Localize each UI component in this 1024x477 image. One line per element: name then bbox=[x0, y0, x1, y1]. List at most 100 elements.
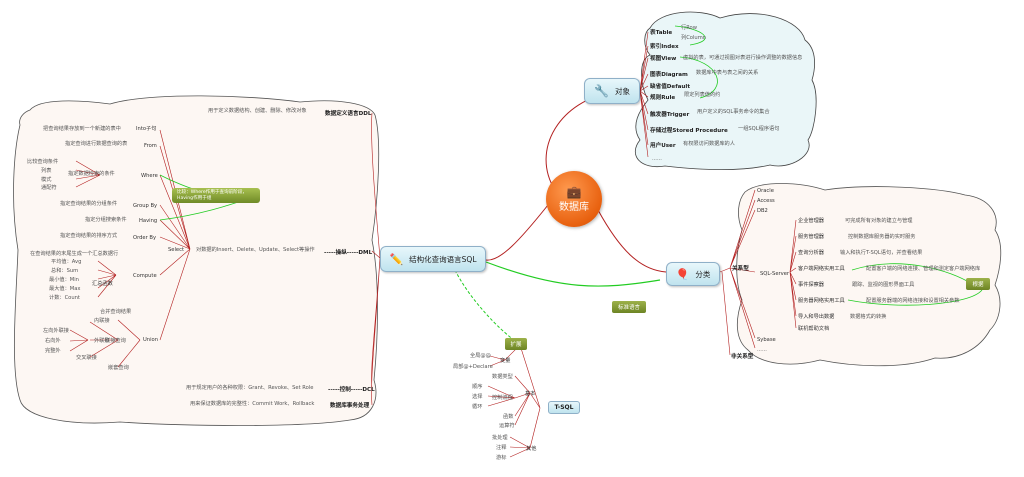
flow-loop: 循环 bbox=[472, 402, 482, 410]
ddl-label[interactable]: 数据定义语言DDL bbox=[325, 109, 372, 117]
center-title: 数据库 bbox=[559, 201, 589, 213]
non-relational-label[interactable]: 非关系型 bbox=[731, 352, 754, 360]
db-sqlserver[interactable]: SQL-Server bbox=[760, 271, 790, 277]
db-access[interactable]: Access bbox=[757, 198, 775, 204]
sqlserver-tool-desc-0: 可完成所有对象的建立与管理 bbox=[845, 216, 913, 224]
sqlserver-tool-desc-1: 控制数据库服务器的实时服务 bbox=[848, 232, 915, 240]
sqlserver-tool-desc-6: 数据格式的转换 bbox=[850, 312, 887, 320]
tsql-function: 函数 bbox=[503, 412, 514, 420]
where-pattern: 模式 bbox=[41, 175, 52, 183]
tools-icon: 🔧 bbox=[594, 84, 609, 98]
agg-label: 汇总函数 bbox=[92, 279, 114, 287]
dcl-desc: 用于规定用户的各种权限：Grant、Revoke、Set Role bbox=[186, 383, 313, 391]
tx-desc: 用来保证数据库的完整性：Commit Work、Rollback bbox=[190, 399, 314, 407]
obj-trigger-desc: 用户定义的SQL事务命令的集合 bbox=[697, 107, 770, 115]
db-oracle[interactable]: Oracle bbox=[757, 188, 774, 194]
obj-ellipsis: ...... bbox=[652, 156, 662, 162]
center-node[interactable]: 💼 数据库 bbox=[546, 171, 602, 227]
tsql-basic[interactable]: 基本 bbox=[525, 389, 535, 397]
flow-choice: 选择 bbox=[472, 392, 483, 400]
classify-cloud bbox=[736, 183, 1002, 367]
sqlserver-tool-3[interactable]: 客户端网络实用工具 bbox=[798, 264, 845, 272]
union-cross: 交叉联接 bbox=[76, 353, 97, 361]
where-list: 列表 bbox=[41, 166, 52, 174]
other-batch: 批处理 bbox=[492, 433, 508, 441]
db-sybase[interactable]: Sybase bbox=[757, 337, 776, 343]
where-wildcard: 通配符 bbox=[41, 183, 57, 191]
obj-user-desc: 有权限访问数据库的人 bbox=[683, 139, 735, 147]
clause-0[interactable]: Into子句 bbox=[136, 124, 156, 132]
clause-desc-4: 指定分组搜索条件 bbox=[85, 215, 127, 223]
clause-6[interactable]: Compute bbox=[133, 273, 157, 279]
relational-label[interactable]: 关系型 bbox=[732, 264, 749, 272]
tsql-datatype: 数据类型 bbox=[492, 372, 513, 380]
tsql-node[interactable]: T-SQL bbox=[548, 401, 580, 414]
obj-table[interactable]: 表Table bbox=[649, 28, 672, 36]
sqlserver-tool-1[interactable]: 服务管理器 bbox=[798, 232, 825, 240]
briefcase-icon: 💼 bbox=[566, 184, 582, 199]
clause-desc-6: 在查询结果的末尾生成一个汇总数据行 bbox=[30, 249, 118, 257]
tsql-local: 局部@+Declare bbox=[453, 362, 493, 370]
clause-3[interactable]: Group By bbox=[133, 203, 157, 209]
tsql-other[interactable]: 其他 bbox=[526, 444, 536, 452]
obj-rule[interactable]: 规则Rule bbox=[650, 93, 675, 101]
select-label[interactable]: Select bbox=[168, 247, 184, 253]
union-join: 联接查询 bbox=[105, 336, 126, 344]
clause-desc-2: 指定数据检索的条件 bbox=[68, 169, 115, 177]
outer-left: 左向外联接 bbox=[43, 326, 69, 334]
tx-label[interactable]: 数据库事务处理 bbox=[330, 401, 370, 409]
tsql-variable[interactable]: 变量 bbox=[500, 356, 510, 364]
sqlserver-tool-5[interactable]: 服务器网络实用工具 bbox=[798, 296, 845, 304]
sql-cloud bbox=[13, 95, 380, 426]
topic-classify[interactable]: 🎈 分类 bbox=[666, 262, 720, 286]
obj-default[interactable]: 缺省值Default bbox=[650, 82, 690, 90]
topic-objects-label: 对象 bbox=[614, 86, 630, 96]
sqlserver-tool-desc-4: 跟踪、监视的图形界面工具 bbox=[852, 280, 914, 288]
topic-sql[interactable]: ✏️ 结构化查询语言SQL bbox=[380, 246, 486, 272]
obj-index[interactable]: 索引Index bbox=[650, 42, 679, 50]
sqlserver-tool-2[interactable]: 查询分析器 bbox=[798, 248, 825, 256]
sqlserver-tool-desc-3: 配置客户端的网络连接、管理和测定客户端网络库 bbox=[866, 264, 980, 272]
topic-sql-label: 结构化查询语言SQL bbox=[409, 254, 477, 264]
union-nested: 嵌套查询 bbox=[108, 363, 129, 371]
clause-5[interactable]: Order By bbox=[133, 235, 156, 241]
obj-trigger[interactable]: 触发器Trigger bbox=[649, 110, 689, 118]
obj-row: 行Row bbox=[681, 23, 698, 31]
clause-4[interactable]: Having bbox=[139, 218, 157, 224]
obj-user[interactable]: 用户User bbox=[649, 141, 676, 149]
dml-desc: 对数据的Insert、Delete、Update、Select等操作 bbox=[196, 245, 315, 253]
union-inner: 内联接 bbox=[94, 316, 110, 324]
obj-rule-desc: 限定列表值的约 bbox=[684, 90, 720, 98]
pencil-icon: ✏️ bbox=[389, 252, 404, 266]
sqlserver-tool-7[interactable]: 联机帮助文档 bbox=[798, 324, 829, 332]
tsql-global: 全局@@ bbox=[470, 351, 491, 359]
dml-label[interactable]: -----操纵-----DML bbox=[324, 248, 373, 256]
tsql-operator: 运算符 bbox=[499, 421, 515, 429]
agg-min: 最小值：Min bbox=[49, 275, 79, 283]
db-db2[interactable]: DB2 bbox=[757, 208, 768, 214]
obj-diagram[interactable]: 图表Diagram bbox=[650, 70, 688, 78]
sqlserver-tool-0[interactable]: 企业管理器 bbox=[798, 216, 825, 224]
dcl-label[interactable]: -----控制-----DCL bbox=[328, 385, 375, 393]
sqlserver-tool-4[interactable]: 事件探察器 bbox=[798, 280, 825, 288]
other-comment: 注释 bbox=[496, 443, 507, 451]
union-desc: 合并查询结果 bbox=[100, 307, 131, 315]
topic-classify-label: 分类 bbox=[695, 269, 711, 279]
sqlserver-tool-6[interactable]: 导入和导出数据 bbox=[798, 312, 834, 320]
obj-stored-procedure[interactable]: 存储过程Stored Procedure bbox=[650, 126, 728, 134]
clause-desc-1: 指定查询进行数据查询的表 bbox=[65, 139, 128, 147]
clause-2[interactable]: Where bbox=[141, 173, 158, 179]
db-ellipsis: ...... bbox=[757, 347, 767, 353]
topic-objects[interactable]: 🔧 对象 bbox=[584, 78, 640, 104]
ddl-desc: 用于定义数据结构、创建、删除、修改对象 bbox=[208, 106, 307, 114]
clause-7[interactable]: Union bbox=[143, 337, 158, 343]
clause-1[interactable]: From bbox=[144, 143, 157, 149]
outer-full: 完整外 bbox=[45, 346, 61, 354]
obj-view[interactable]: 视图View bbox=[650, 54, 676, 62]
agg-max: 最大值：Max bbox=[49, 284, 80, 292]
